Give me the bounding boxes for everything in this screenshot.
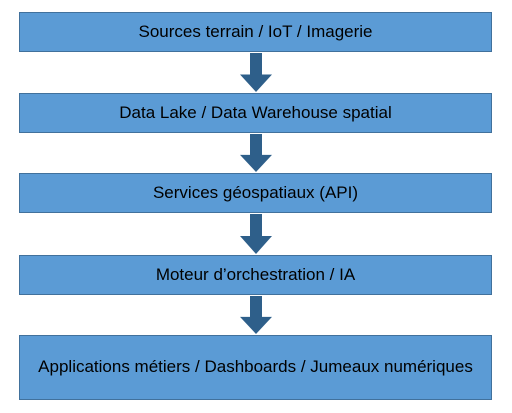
step-label-applications: Applications métiers / Dashboards / Jume… bbox=[38, 357, 473, 377]
step-label-orchestration: Moteur d’orchestration / IA bbox=[155, 264, 356, 284]
step-label-sources: Sources terrain / IoT / Imagerie bbox=[138, 21, 373, 41]
step-box-geo-services: Services géospatiaux (API) bbox=[19, 173, 492, 213]
step-label-geo-services: Services géospatiaux (API) bbox=[152, 182, 359, 202]
step-box-applications: Applications métiers / Dashboards / Jume… bbox=[19, 335, 492, 400]
down-arrow-icon bbox=[240, 134, 272, 172]
down-arrow-icon bbox=[240, 214, 272, 254]
step-box-sources: Sources terrain / IoT / Imagerie bbox=[19, 12, 492, 52]
down-arrow-icon bbox=[240, 53, 272, 92]
step-box-data-lake: Data Lake / Data Warehouse spatial bbox=[19, 93, 492, 133]
step-label-data-lake: Data Lake / Data Warehouse spatial bbox=[119, 102, 392, 122]
step-box-orchestration: Moteur d’orchestration / IA bbox=[19, 255, 492, 295]
down-arrow-icon bbox=[240, 296, 272, 334]
